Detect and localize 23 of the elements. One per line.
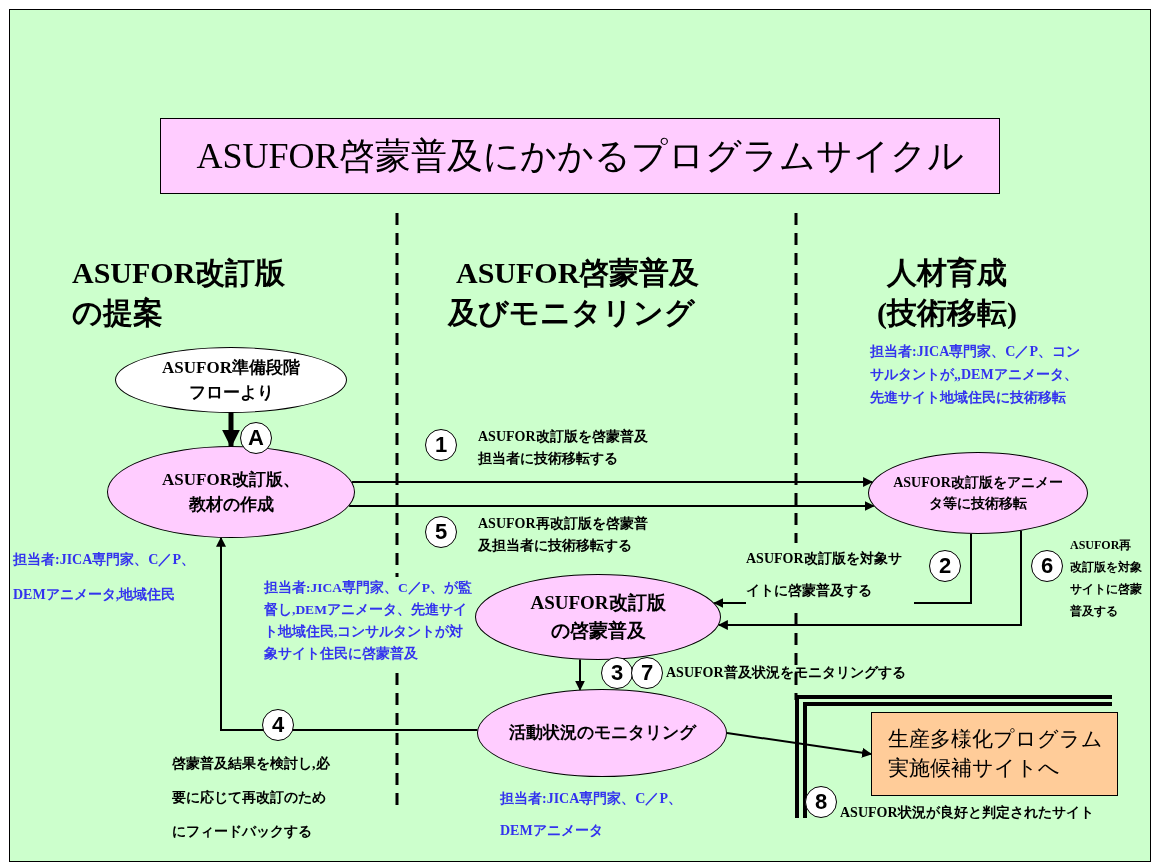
arrow bbox=[348, 501, 875, 511]
column-heading: ASUFOR改訂版の提案 bbox=[72, 255, 287, 331]
responsible-note: 担当者:JICA専門家、C／P、コンサルタントが„DEMアニメータ、先進サイト地域住民に技術移転 bbox=[870, 343, 1081, 407]
arrow bbox=[222, 413, 240, 448]
step-note: ASUFOR普及状況をモニタリングする bbox=[666, 664, 906, 682]
arrow bbox=[575, 658, 585, 691]
destination-box: 生産多様化プログラム実施候補サイトへ bbox=[871, 712, 1118, 796]
title-banner: ASUFOR啓蒙普及にかかるプログラムサイクル bbox=[160, 118, 1000, 194]
arrow bbox=[726, 732, 872, 758]
arrow bbox=[351, 477, 874, 487]
responsible-note: 担当者:JICA専門家、C／P、が監督し,DEMアニメータ、先進サイト地域住民,コンサルタントが対象サイト住民に啓蒙普及 bbox=[264, 577, 472, 665]
step-note: ASUFOR再改訂版を啓蒙普及担当者に技術移転する bbox=[478, 514, 649, 555]
responsible-note: 担当者:JICA専門家、C／P、DEMアニメータ,地域住民 bbox=[13, 551, 196, 604]
arrow bbox=[216, 536, 479, 731]
responsible-note: ASUFOR状況が良好と判定されたサイト bbox=[840, 804, 1094, 822]
step-note: ASUFOR改訂版を対象サイトに啓蒙普及する bbox=[746, 543, 914, 607]
step-note: ASUFOR再改訂版を対象サイトに啓蒙普及する bbox=[1070, 537, 1142, 620]
responsible-note: 担当者:JICA専門家、C／P、DEMアニメータ bbox=[500, 790, 683, 840]
arrow bbox=[717, 529, 1022, 630]
column-heading: 人材育成(技術移転) bbox=[876, 255, 1018, 331]
step-note: ASUFOR改訂版を啓蒙普及担当者に技術移転する bbox=[478, 427, 649, 468]
column-heading: ASUFOR啓蒙普及及びモニタリング bbox=[448, 255, 701, 331]
step-note: 啓蒙普及結果を検討し,必要に応じて再改訂のためにフィードバックする bbox=[172, 754, 331, 841]
